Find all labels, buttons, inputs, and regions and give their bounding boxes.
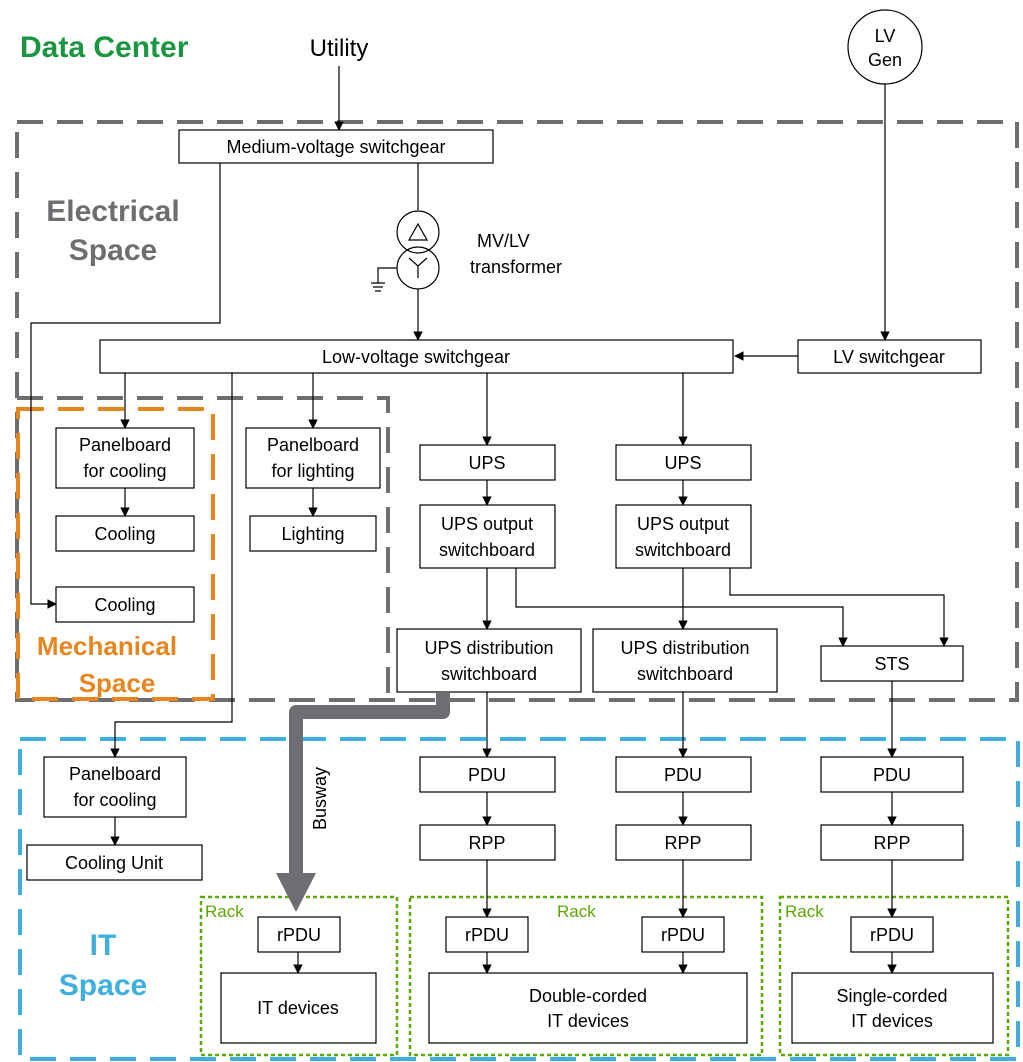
pdu-b-label: PDU bbox=[664, 765, 702, 785]
cooling-box-2 bbox=[55, 586, 195, 623]
it-panelboard-cooling-line1: Panelboard bbox=[69, 764, 161, 784]
rpdu-a-box bbox=[445, 916, 529, 953]
it-devices-label: IT devices bbox=[257, 998, 339, 1018]
single-corded-devices-box bbox=[791, 972, 994, 1044]
ups-distribution-b-line1: UPS distribution bbox=[620, 638, 749, 658]
transformer-primary-icon bbox=[396, 210, 440, 254]
rpp-b-label: RPP bbox=[664, 833, 701, 853]
cooling-box-1 bbox=[55, 515, 195, 552]
lighting-label: Lighting bbox=[281, 524, 344, 544]
sts-label: STS bbox=[874, 654, 909, 674]
double-corded-line1: Double-corded bbox=[529, 986, 647, 1006]
rack-2-label: Rack bbox=[557, 902, 596, 921]
pdu-c-box bbox=[820, 756, 964, 793]
electrical-mechanical-divider bbox=[17, 396, 390, 700]
cooling-unit-label: Cooling Unit bbox=[65, 853, 163, 873]
lv-generator-icon bbox=[847, 9, 923, 85]
mechanical-space-title-line2: Space bbox=[79, 668, 156, 698]
rpdu-b-label: rPDU bbox=[661, 925, 705, 945]
rack-1-label: Rack bbox=[205, 902, 244, 921]
rpp-c-label: RPP bbox=[873, 833, 910, 853]
single-corded-line1: Single-corded bbox=[836, 986, 947, 1006]
ups-distribution-a-line2: switchboard bbox=[441, 664, 537, 684]
rack-3-label: Rack bbox=[785, 902, 824, 921]
panelboard-cooling-box bbox=[55, 427, 195, 489]
lv-switchgear-gen-label: LV switchgear bbox=[833, 347, 945, 367]
it-space-zone bbox=[18, 737, 1020, 1061]
cooling-label-1: Cooling bbox=[94, 524, 155, 544]
lv-switchgear-main-label: Low-voltage switchgear bbox=[322, 347, 510, 367]
busway-bar bbox=[289, 692, 450, 876]
it-devices-box bbox=[220, 972, 377, 1044]
mechanical-space-title-line1: Mechanical bbox=[37, 631, 177, 661]
panelboard-cooling-label-line2: for cooling bbox=[83, 461, 166, 481]
ups-output-a-line1: UPS output bbox=[441, 514, 533, 534]
panelboard-lighting-label-line1: Panelboard bbox=[267, 435, 359, 455]
rpp-a-label: RPP bbox=[468, 833, 505, 853]
ups-output-a-line2: switchboard bbox=[439, 540, 535, 560]
panelboard-lighting-box bbox=[245, 427, 381, 489]
rpp-c-box bbox=[820, 824, 964, 861]
ups-b-label: UPS bbox=[664, 453, 701, 473]
it-space-title-line2: Space bbox=[59, 969, 147, 1002]
ups-output-b-box bbox=[615, 504, 752, 569]
electrical-space-title-line1: Electrical bbox=[46, 195, 179, 228]
ups-a-label: UPS bbox=[468, 453, 505, 473]
ups-distribution-b-box bbox=[592, 628, 778, 693]
panelboard-lighting-label-line2: for lighting bbox=[271, 461, 354, 481]
busway-arrowhead bbox=[276, 873, 316, 912]
double-corded-line2: IT devices bbox=[547, 1011, 629, 1031]
ups-output-b-line2: switchboard bbox=[635, 540, 731, 560]
it-space-title-line1: IT bbox=[90, 929, 117, 962]
cooling-label-2: Cooling bbox=[94, 595, 155, 615]
rack-2 bbox=[408, 895, 764, 1057]
mv-switchgear-box bbox=[178, 129, 494, 164]
rpdu-busway-label: rPDU bbox=[277, 925, 321, 945]
ups-output-a-box bbox=[419, 504, 556, 569]
pdu-c-label: PDU bbox=[873, 765, 911, 785]
ups-output-b-line1: UPS output bbox=[637, 514, 729, 534]
pdu-a-label: PDU bbox=[468, 765, 506, 785]
pdu-b-box bbox=[615, 756, 752, 793]
mechanical-space-zone bbox=[16, 407, 215, 701]
rack-3 bbox=[778, 895, 1010, 1057]
lv-gen-label-line2: Gen bbox=[868, 50, 902, 70]
mv-switchgear-label: Medium-voltage switchgear bbox=[226, 137, 445, 157]
double-corded-devices-box bbox=[428, 972, 748, 1044]
transformer-label-line2: transformer bbox=[470, 257, 562, 277]
electrical-space-title-line2: Space bbox=[69, 234, 157, 267]
ground-icon bbox=[371, 267, 397, 292]
rpdu-b-box bbox=[641, 916, 725, 953]
lighting-box bbox=[249, 515, 377, 552]
rpdu-busway-box bbox=[257, 916, 341, 953]
electrical-space-boundary bbox=[15, 120, 1019, 702]
ups-distribution-b-line2: switchboard bbox=[637, 664, 733, 684]
utility-label: Utility bbox=[310, 35, 369, 62]
pdu-a-box bbox=[419, 756, 556, 793]
lv-gen-label-line1: LV bbox=[875, 26, 896, 46]
lv-switchgear-main-box bbox=[99, 339, 734, 374]
ups-distribution-a-line1: UPS distribution bbox=[424, 638, 553, 658]
single-corded-line2: IT devices bbox=[851, 1011, 933, 1031]
lv-switchgear-gen-box bbox=[797, 339, 982, 374]
panelboard-cooling-label-line1: Panelboard bbox=[79, 435, 171, 455]
it-panelboard-cooling-line2: for cooling bbox=[73, 790, 156, 810]
rpdu-c-label: rPDU bbox=[870, 925, 914, 945]
sts-box bbox=[820, 645, 964, 682]
cooling-unit-box bbox=[26, 844, 203, 881]
transformer-label-line1: MV/LV bbox=[477, 231, 530, 251]
rpp-b-box bbox=[615, 824, 752, 861]
ups-b-box bbox=[615, 444, 752, 481]
rpdu-a-label: rPDU bbox=[465, 925, 509, 945]
ups-distribution-a-box bbox=[396, 628, 582, 693]
data-center-title: Data Center bbox=[20, 31, 189, 64]
busway-label: Busway bbox=[310, 767, 330, 830]
